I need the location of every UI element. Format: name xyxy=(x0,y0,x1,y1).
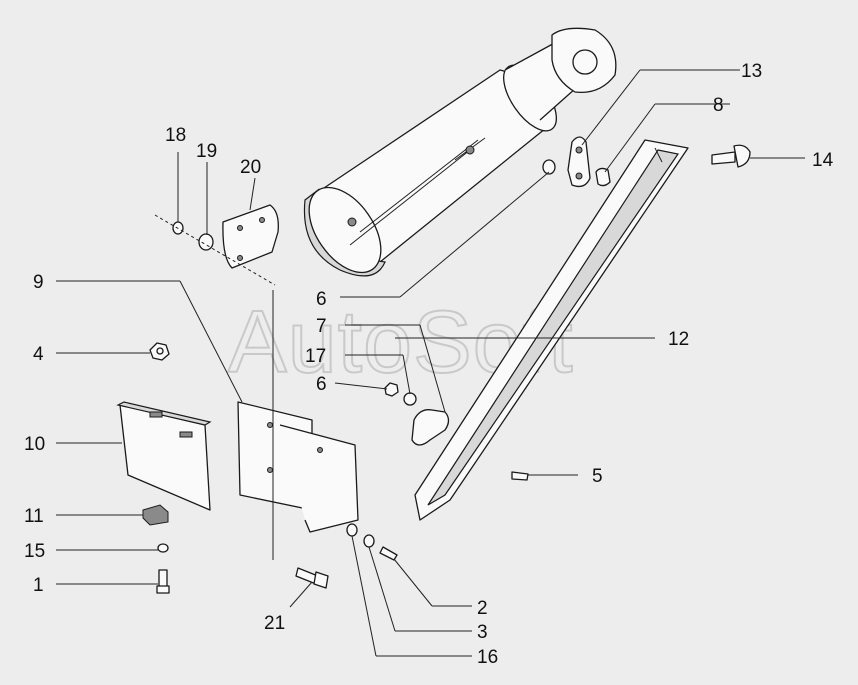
part-14-bolt xyxy=(711,144,751,168)
label-19: 19 xyxy=(196,141,217,162)
label-16: 16 xyxy=(477,647,498,668)
label-17: 17 xyxy=(305,346,326,367)
label-20: 20 xyxy=(240,157,261,178)
cylinder-housing xyxy=(303,27,617,277)
label-12: 12 xyxy=(668,329,689,350)
label-1: 1 xyxy=(33,575,44,596)
part-9-bracket xyxy=(237,401,359,533)
leader-lines xyxy=(56,69,805,657)
part-7-clamp xyxy=(411,409,450,446)
label-6-upper: 6 xyxy=(316,289,327,310)
part-17-washer xyxy=(403,392,417,406)
label-6-lower: 6 xyxy=(316,374,327,395)
part-5-screw xyxy=(511,471,529,481)
part-4-nut xyxy=(149,342,170,361)
label-11: 11 xyxy=(24,506,44,527)
label-3: 3 xyxy=(477,622,488,643)
callout-labels: 13 8 14 6 12 7 17 6 9 4 10 11 15 1 5 18 … xyxy=(24,61,834,668)
part-2-screw xyxy=(379,546,398,561)
part-6-nut-lower xyxy=(384,382,399,397)
part-10-cover xyxy=(116,401,212,511)
label-7: 7 xyxy=(316,316,327,337)
part-16-washer xyxy=(346,523,358,537)
part-11-block xyxy=(142,504,169,526)
label-4: 4 xyxy=(33,344,44,365)
part-3-washer xyxy=(363,534,375,548)
label-2: 2 xyxy=(477,598,488,619)
label-5: 5 xyxy=(592,466,603,487)
label-15: 15 xyxy=(24,541,45,562)
label-9: 9 xyxy=(33,272,44,293)
part-21-bolt xyxy=(295,567,329,589)
label-10: 10 xyxy=(24,434,45,455)
part-19-washer xyxy=(198,233,214,251)
label-18: 18 xyxy=(165,125,186,146)
part-8-bushing xyxy=(595,167,611,187)
label-13: 13 xyxy=(741,61,762,82)
part-6-nut-upper xyxy=(542,159,556,175)
label-14: 14 xyxy=(812,150,834,171)
part-13-bracket xyxy=(567,136,591,188)
label-21: 21 xyxy=(264,613,285,634)
part-12-channel xyxy=(414,139,689,521)
label-8: 8 xyxy=(713,95,724,116)
part-15-washer xyxy=(157,543,169,553)
part-1-bolt xyxy=(156,569,170,594)
part-20-plate xyxy=(222,204,279,269)
